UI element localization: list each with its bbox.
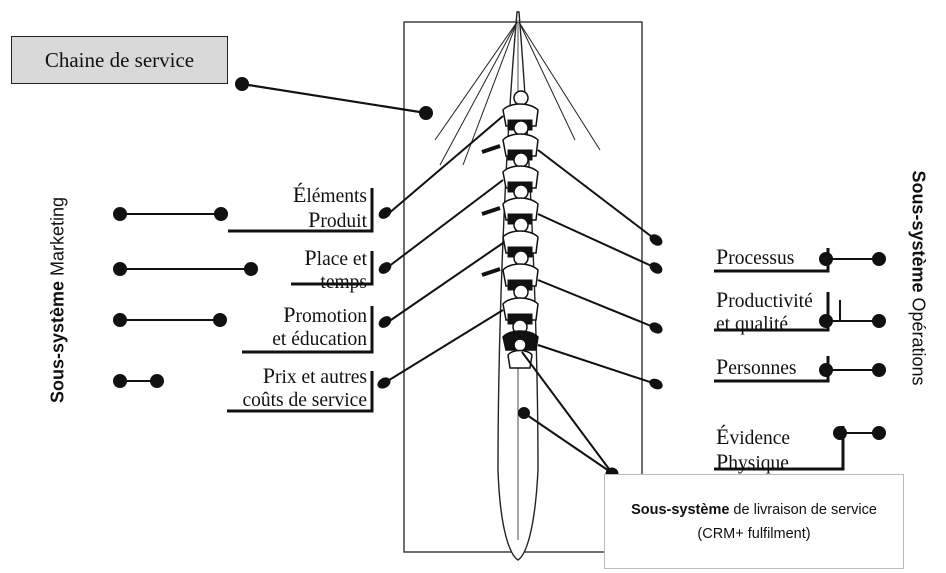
service-chain-box: Chaine de service [11,36,228,84]
delivery-subsystem-label: Sous-système de livraison de service (CR… [625,498,883,546]
chain-connector [236,78,433,120]
left-oar-blades [375,205,393,391]
marketing-item-promotion: Promotion et éducation [230,303,367,351]
operations-item-people: Personnes [716,355,836,380]
operations-item-process: Processus [716,245,836,270]
delivery-subsystem-box: Sous-système de livraison de service (CR… [604,474,904,569]
marketing-axis-label: Sous-système Marketing [48,197,69,403]
right-oar-blades [647,232,664,392]
right-oars [538,150,656,384]
marketing-connectors [114,208,258,388]
marketing-item-place: Place et temps [260,246,367,294]
marketing-item-product: Éléments Produit [230,183,367,233]
operations-item-productivity: Productivité et qualité [716,288,836,336]
service-chain-label: Chaine de service [45,48,194,73]
operations-item-physical-evidence: Évidence Physique [716,425,836,475]
operations-axis-label: Sous-système Opérations [908,170,929,385]
marketing-item-price: Prix et autres coûts de service [200,364,367,412]
operations-connectors [820,253,886,440]
